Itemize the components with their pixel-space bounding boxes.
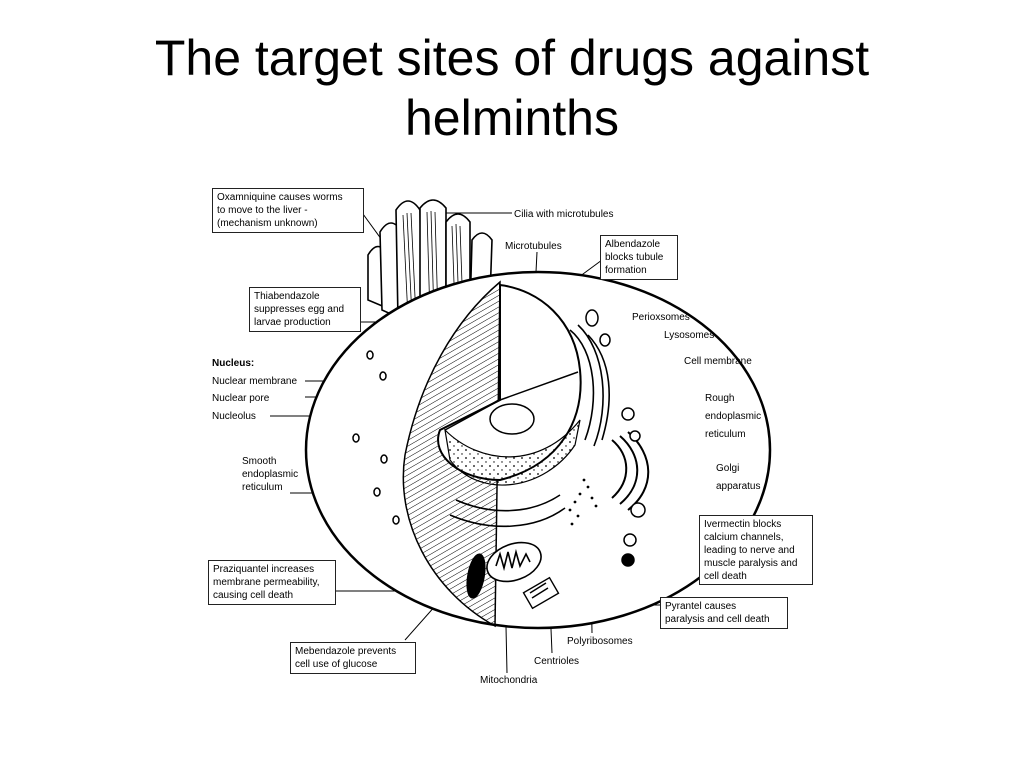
ivermectin-callout: Ivermectin blocks calcium channels, lead… [699, 515, 813, 585]
callout-line: muscle paralysis and [704, 558, 798, 569]
slide-title-line2: helminths [405, 90, 619, 146]
pyrantel-callout: Pyrantel causes paralysis and cell death [660, 597, 788, 629]
smooth-er-line: Smooth [242, 456, 277, 467]
rough-er-line: Rough [705, 393, 735, 404]
rough-er-label: Rough endoplasmic reticulum [705, 390, 761, 444]
callout-line: leading to nerve and [704, 545, 795, 556]
callout-line: calcium channels, [704, 532, 784, 543]
polyribosomes [568, 478, 598, 526]
lysosomes-label: Lysosomes [664, 330, 715, 341]
callout-line: Thiabendazole [254, 291, 320, 302]
callout-line: Mebendazole prevents [295, 646, 397, 657]
callout-line: cell use of glucose [295, 659, 378, 670]
callout-line: larvae production [254, 317, 331, 328]
cell-membrane-label: Cell membrane [684, 356, 752, 367]
nucleolus-label: Nucleolus [212, 411, 256, 422]
callout-line: Oxamniquine causes worms [217, 192, 343, 203]
mitochondria-label: Mitochondria [480, 675, 538, 686]
nucleus-heading: Nucleus: [212, 358, 255, 369]
nucleus [437, 283, 582, 486]
microtubules-label: Microtubules [505, 241, 562, 252]
nucleolus-body [489, 403, 535, 435]
callout-line: Ivermectin blocks [704, 519, 782, 530]
callout-line: to move to the liver - [217, 205, 308, 216]
thiabendazole-callout: Thiabendazole suppresses egg and larvae … [249, 287, 361, 332]
golgi-line: Golgi [716, 463, 740, 474]
centrioles-body [522, 576, 560, 610]
cilia-label: Cilia with microtubules [514, 209, 614, 220]
callout-line: suppresses egg and [254, 304, 345, 315]
callout-line: Albendazole [605, 239, 661, 250]
smooth-er-label: Smooth endoplasmic reticulum [242, 455, 298, 494]
callout-line: membrane permeability, [213, 577, 320, 588]
callout-line: formation [605, 265, 647, 276]
slide-title-line1: The target sites of drugs against [154, 30, 870, 86]
albendazole-callout: Albendazole blocks tubule formation [600, 235, 678, 280]
praziquantel-callout: Praziquantel increases membrane permeabi… [208, 560, 336, 605]
slide-title: The target sites of drugs against helmin… [0, 28, 1024, 148]
callout-line: paralysis and cell death [665, 614, 770, 625]
callout-line: Pyrantel causes [665, 601, 737, 612]
golgi-line: apparatus [716, 481, 761, 492]
nuclear-pore-label: Nuclear pore [212, 393, 270, 404]
callout-line: cell death [704, 571, 747, 582]
smooth-er-line: endoplasmic [242, 469, 299, 480]
oxamniquine-callout: Oxamniquine causes worms to move to the … [212, 188, 364, 233]
smooth-er-line: reticulum [242, 482, 283, 493]
callout-line: causing cell death [213, 590, 294, 601]
vesicles [352, 309, 646, 567]
nuclear-membrane-label: Nuclear membrane [212, 376, 298, 387]
callout-line: (mechanism unknown) [217, 218, 318, 229]
rough-er [449, 324, 610, 528]
mitochondria-bodies [466, 541, 542, 599]
rough-er-line: endoplasmic [705, 411, 762, 422]
rough-er-line: reticulum [705, 429, 746, 440]
callout-line: Praziquantel increases [213, 564, 315, 575]
mebendazole-callout: Mebendazole prevents cell use of glucose [290, 642, 416, 674]
golgi-label: Golgi apparatus [716, 460, 760, 496]
polyribosomes-label: Polyribosomes [567, 636, 633, 647]
centrioles-label: Centrioles [534, 656, 580, 667]
perioxsomes-label: Perioxsomes [632, 312, 690, 323]
callout-line: blocks tubule [605, 252, 664, 263]
